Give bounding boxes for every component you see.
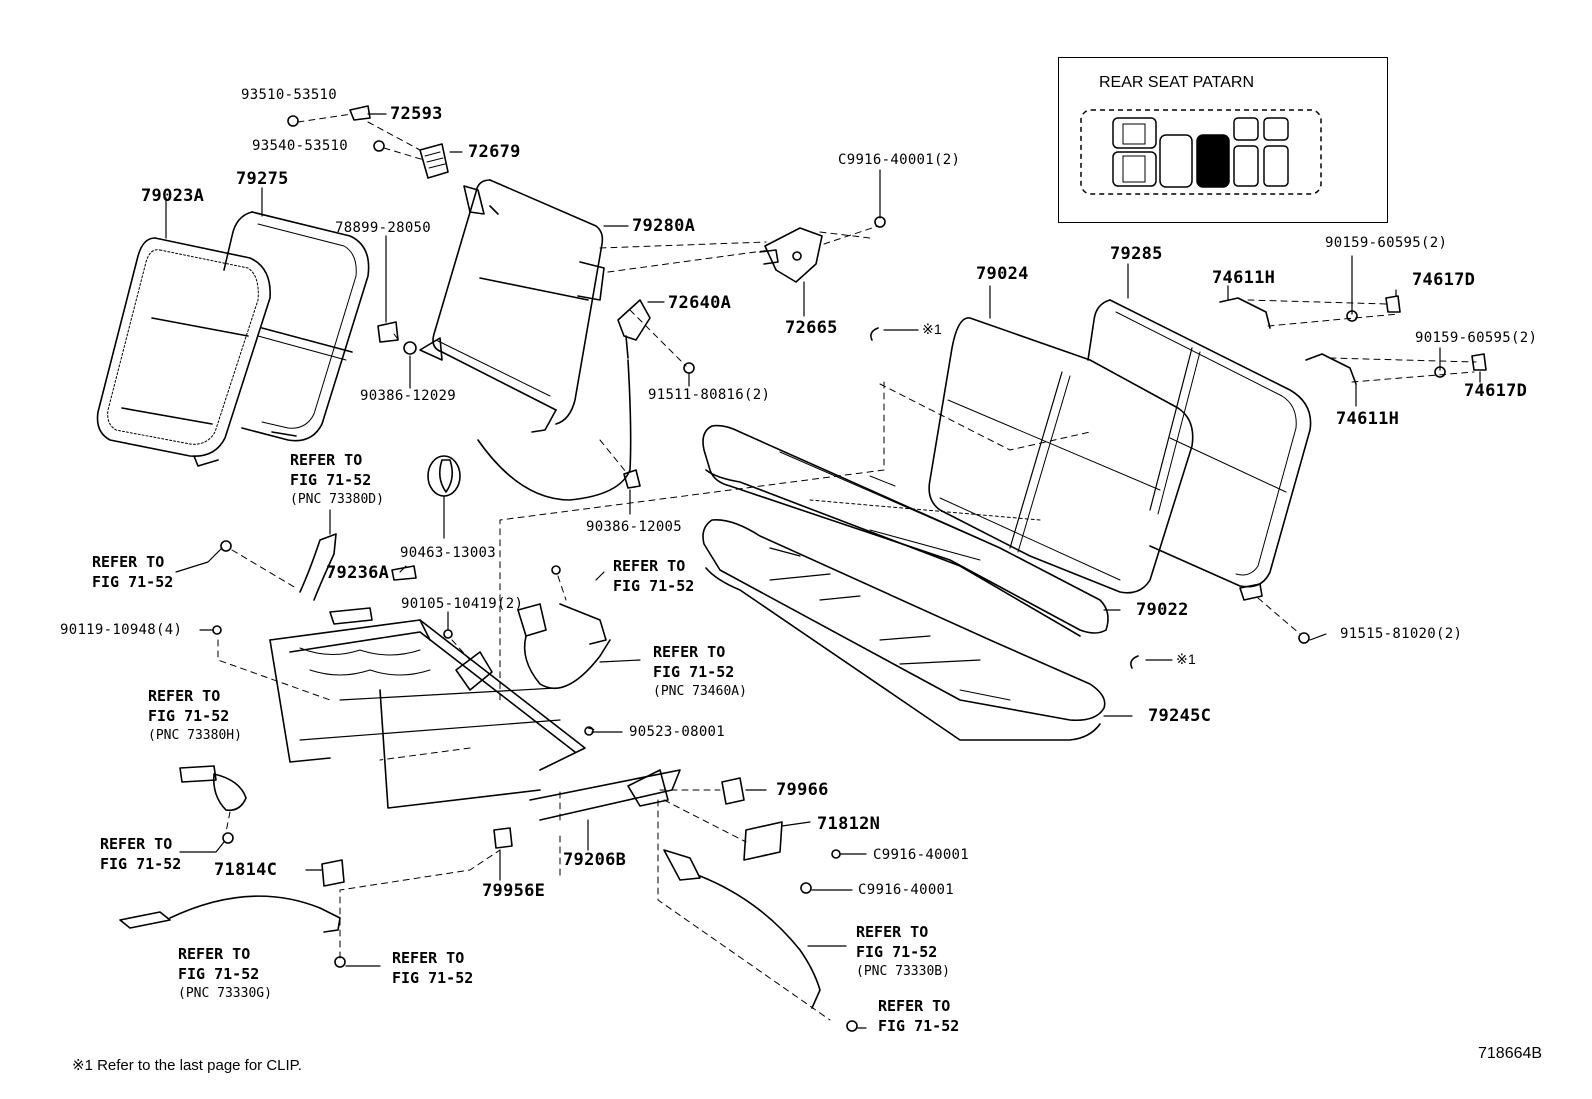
- refer-note-bottom-center: REFER TO FIG 71-52: [392, 948, 473, 988]
- refer-note-bottom-right: REFER TO FIG 71-52: [878, 996, 959, 1036]
- refer-note-line1: REFER TO: [878, 997, 951, 1015]
- part-label-72679: 72679: [468, 142, 521, 162]
- part-label-91515: 91515-81020(2): [1340, 626, 1463, 642]
- drawing-number: 718664B: [1478, 1045, 1543, 1062]
- part-label-79206b: 79206B: [563, 850, 627, 870]
- refer-note-center-top: REFER TO FIG 71-52: [613, 556, 694, 596]
- refer-note-line1: REFER TO: [856, 923, 929, 941]
- seatback-cover-79275: [223, 211, 370, 442]
- part-label-74611h-b: 74611H: [1336, 409, 1400, 429]
- clip-symbol-2: [1130, 655, 1139, 669]
- refer-note-73380h: REFER TO FIG 71-52 (PNC 73380H): [148, 686, 242, 746]
- part-label-79023a: 79023A: [141, 186, 205, 206]
- refer-note-line2: FIG 71-52: [856, 943, 938, 961]
- refer-note-line2: FIG 71-52: [653, 663, 735, 681]
- part-label-79022: 79022: [1136, 600, 1189, 620]
- part-label-90105: 90105-10419(2): [401, 596, 524, 612]
- clip-footnote: ※1 Refer to the last page for CLIP.: [72, 1057, 302, 1074]
- seatback-cushion-79023a: [96, 237, 271, 467]
- part-label-c9916-a: C9916-40001: [873, 847, 970, 863]
- bench-seatback-cushion-79024: [928, 317, 1194, 594]
- part-label-74617d-a: 74617D: [1412, 270, 1476, 290]
- part-label-93510: 93510-53510: [241, 87, 338, 103]
- part-label-90159-a: 90159-60595(2): [1325, 235, 1448, 251]
- refer-note-left-top: REFER TO FIG 71-52: [92, 552, 173, 592]
- legend-box: REAR SEAT PATARN: [1058, 57, 1388, 223]
- refer-note-line2: FIG 71-52: [100, 855, 182, 873]
- part-label-c9916-2: C9916-40001(2): [838, 152, 961, 168]
- part-label-71812n: 71812N: [817, 814, 881, 834]
- fasteners: [212, 455, 858, 1032]
- refer-note-line2: FIG 71-52: [92, 573, 174, 591]
- part-label-79024: 79024: [976, 264, 1029, 284]
- part-label-90159-b: 90159-60595(2): [1415, 330, 1538, 346]
- part-label-71814c: 71814C: [214, 860, 278, 880]
- refer-note-left-mid: REFER TO FIG 71-52: [100, 834, 181, 874]
- seat-frame-79206b: [269, 607, 681, 821]
- part-label-90386-12005: 90386-12005: [586, 519, 683, 535]
- seat-cushion-79022: [702, 424, 1109, 637]
- part-label-74611h-a: 74611H: [1212, 268, 1276, 288]
- seat-cushion-cover-79245c: [702, 519, 1106, 741]
- hardware-top-left: [287, 105, 449, 355]
- part-label-72665: 72665: [785, 318, 838, 338]
- refer-note-line2: FIG 71-52: [878, 1017, 960, 1035]
- refer-note-line1: REFER TO: [290, 451, 363, 469]
- refer-note-73380d: REFER TO FIG 71-52 (PNC 73380D): [290, 450, 384, 510]
- refer-note-pnc: (PNC 73330B): [856, 964, 950, 979]
- refer-note-73330b: REFER TO FIG 71-52 (PNC 73330B): [856, 922, 950, 982]
- part-label-79280a: 79280A: [632, 216, 696, 236]
- part-label-78899: 78899-28050: [335, 220, 432, 236]
- part-label-90386-12029: 90386-12029: [360, 388, 457, 404]
- refer-note-line1: REFER TO: [178, 945, 251, 963]
- part-label-90523: 90523-08001: [629, 724, 726, 740]
- refer-note-line1: REFER TO: [100, 835, 173, 853]
- clip-note-marker-1: ※1: [922, 321, 943, 337]
- part-label-91511: 91511-80816(2): [648, 387, 771, 403]
- refer-note-pnc: (PNC 73380D): [290, 492, 384, 507]
- refer-note-pnc: (PNC 73380H): [148, 728, 242, 743]
- refer-note-line2: FIG 71-52: [613, 577, 695, 595]
- refer-note-line1: REFER TO: [148, 687, 221, 705]
- part-label-93540: 93540-53510: [252, 138, 349, 154]
- part-label-79236a: 79236A: [326, 563, 390, 583]
- part-label-90119: 90119-10948(4): [60, 622, 183, 638]
- legend-title: REAR SEAT PATARN: [1099, 74, 1254, 91]
- refer-note-pnc: (PNC 73330G): [178, 986, 272, 1001]
- refer-note-pnc: (PNC 73460A): [653, 684, 747, 699]
- part-label-72640a: 72640A: [668, 293, 732, 313]
- clip-symbol-1: [870, 327, 879, 341]
- bench-seatback-cover-79285: [1087, 299, 1312, 588]
- part-label-79275: 79275: [236, 169, 289, 189]
- bracket-72665: [623, 216, 886, 489]
- seatback-frame-79280a: [419, 179, 605, 433]
- part-label-90463: 90463-13003: [400, 545, 497, 561]
- part-label-72593: 72593: [390, 104, 443, 124]
- refer-note-line1: REFER TO: [653, 643, 726, 661]
- refer-note-line2: FIG 71-52: [148, 707, 230, 725]
- refer-note-line2: FIG 71-52: [290, 471, 372, 489]
- seat-pattern-legend-graphic: [1080, 109, 1322, 195]
- hook-hardware-right: [1219, 295, 1487, 644]
- refer-note-73460a: REFER TO FIG 71-52 (PNC 73460A): [653, 642, 747, 702]
- assembly-dashed-lines: [217, 113, 1477, 1021]
- refer-note-line2: FIG 71-52: [178, 965, 260, 983]
- part-label-79966: 79966: [776, 780, 829, 800]
- refer-note-line1: REFER TO: [92, 553, 165, 571]
- refer-note-73330g: REFER TO FIG 71-52 (PNC 73330G): [178, 944, 272, 1004]
- leader-lines: [165, 113, 1481, 1029]
- part-label-79956e: 79956E: [482, 881, 546, 901]
- part-label-79245c: 79245C: [1148, 706, 1212, 726]
- clip-note-marker-2: ※1: [1176, 651, 1197, 667]
- refer-note-line1: REFER TO: [392, 949, 465, 967]
- refer-note-line2: FIG 71-52: [392, 969, 474, 987]
- part-label-74617d-b: 74617D: [1464, 381, 1528, 401]
- release-cable: [477, 299, 651, 501]
- part-label-79285: 79285: [1110, 244, 1163, 264]
- seat-belt-buckles: [119, 533, 821, 1009]
- part-label-c9916-b: C9916-40001: [858, 882, 955, 898]
- refer-note-line1: REFER TO: [613, 557, 686, 575]
